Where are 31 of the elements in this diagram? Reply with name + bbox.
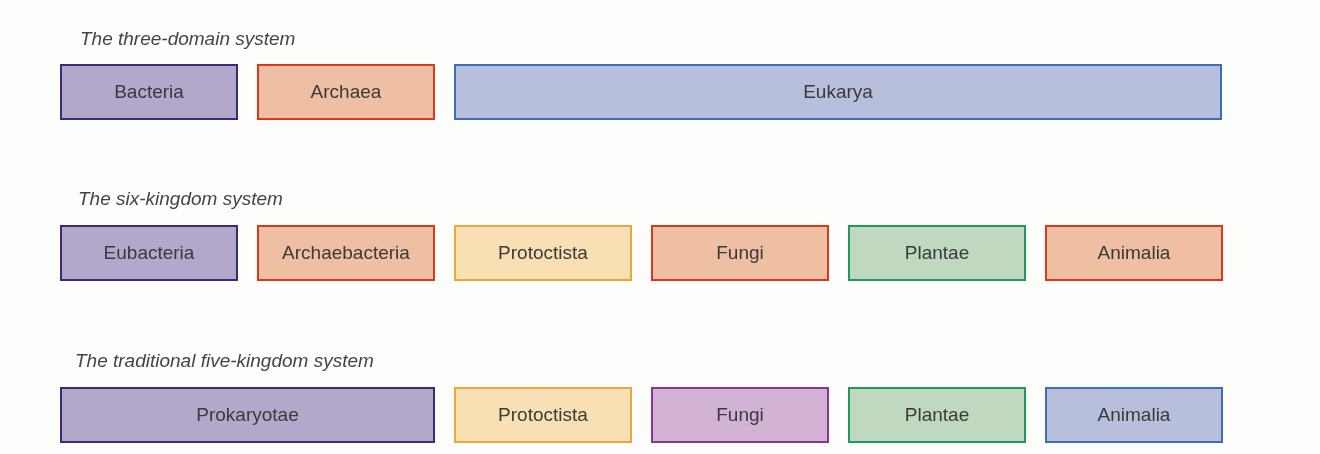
taxon-name: Prokaryotae [196,404,299,426]
taxon-name: Eubacteria [103,242,195,264]
taxon-name: Animalia [1097,404,1171,426]
taxon-name: Fungi [716,242,764,264]
taxon-box [60,225,238,281]
taxon-name: Protoctista [498,242,588,264]
taxon-box [257,225,435,281]
taxon-box [848,387,1026,443]
taxon-box [651,225,829,281]
taxon-box [60,387,435,443]
taxon-box [1045,387,1223,443]
taxon-name: Plantae [904,404,970,426]
taxon-name: Eukarya [803,81,873,103]
taxon-box [454,64,1222,120]
taxon-box [454,387,632,443]
taxon-name: Fungi [716,404,764,426]
taxon-name: Animalia [1097,242,1171,264]
taxon-name: Archaea [310,81,382,103]
system-heading: The six-kingdom system [78,188,283,210]
taxon-name: Bacteria [114,81,184,103]
taxon-box [1045,225,1223,281]
taxon-box [257,64,435,120]
taxon-name: Archaebacteria [282,242,410,264]
taxon-box [848,225,1026,281]
system-heading: The three-domain system [80,28,296,50]
taxon-name: Protoctista [498,404,588,426]
system-heading: The traditional five-kingdom system [75,350,374,372]
taxon-box [651,387,829,443]
taxon-box [60,64,238,120]
taxon-name: Plantae [904,242,970,264]
taxon-box [454,225,632,281]
